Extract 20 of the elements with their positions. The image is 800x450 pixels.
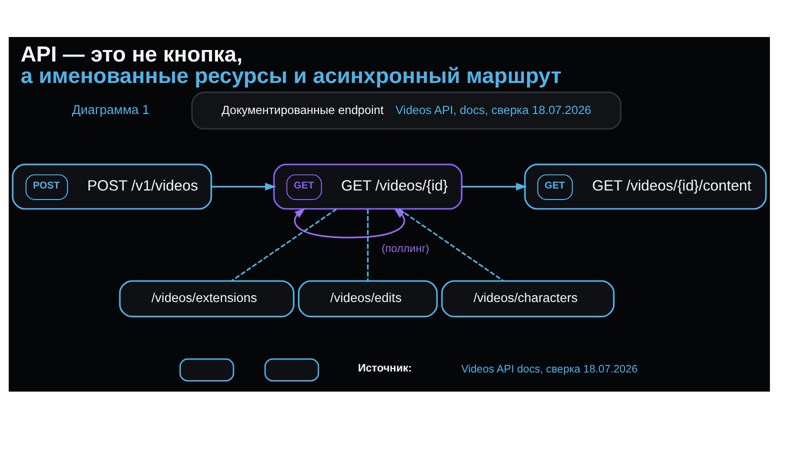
node-box: POST POST /v1/videos [12, 164, 212, 210]
label: Диаграмма 1 [72, 102, 150, 117]
node-box: /videos/characters [441, 280, 615, 318]
connector [231, 208, 337, 282]
label: Videos API docs, сверка 18.07.2026 [461, 364, 638, 376]
arrow [462, 182, 528, 191]
node-box: GET GET /videos/{id}/content [524, 164, 767, 210]
node-box [179, 358, 234, 382]
connector [367, 209, 369, 281]
node-box [264, 358, 320, 382]
connector [398, 208, 504, 282]
arrow [211, 182, 276, 191]
node-box: Документированные endpoint Videos API, docs, сверка 18.07.2026 [191, 92, 622, 130]
edge-label: (поллинг) [382, 243, 430, 256]
label: Источник: [358, 362, 412, 375]
diagram-title: API — это не кнопка, а именованные ресурсы и асинхронный маршрут [20, 41, 562, 88]
arrow [294, 208, 406, 238]
node-box: /videos/extensions [119, 280, 295, 318]
node-box: /videos/edits [298, 280, 438, 318]
node-box: GET GET /videos/{id} [273, 164, 462, 210]
